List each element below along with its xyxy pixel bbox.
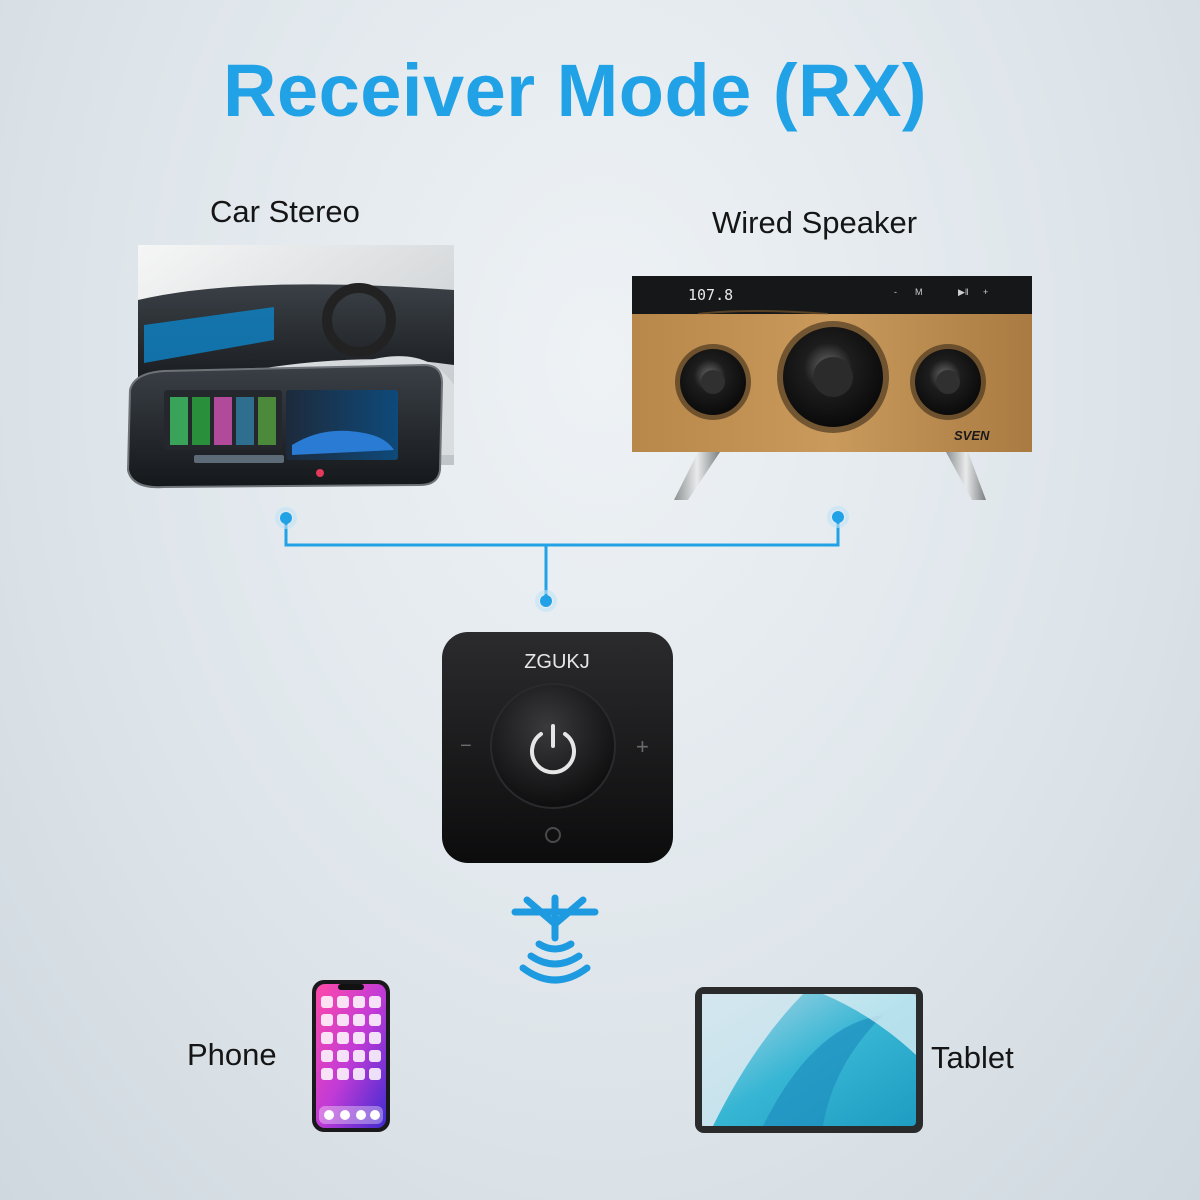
wired-speaker-image: 107.8 - M ▶‖ + SVEN (628, 272, 1038, 507)
connector-dot-receiver (540, 595, 552, 607)
svg-text:M: M (915, 287, 923, 297)
volume-down-label: − (460, 735, 472, 757)
tablet-image (693, 985, 925, 1135)
volume-up-label: + (636, 734, 649, 759)
pair-icon (545, 827, 561, 843)
svg-text:-: - (894, 287, 897, 297)
wired-speaker-label: Wired Speaker (712, 205, 918, 240)
connector-dot-speaker (832, 511, 844, 523)
bluetooth-signal-icon (505, 892, 605, 992)
speaker-brand: SVEN (954, 428, 990, 443)
page-title: Receiver Mode (RX) (223, 49, 927, 132)
phone-image (310, 978, 392, 1134)
receiver-brand: ZGUKJ (524, 651, 590, 673)
car-stereo-label: Car Stereo (210, 194, 360, 229)
connector-dot-car (280, 512, 292, 524)
tablet-label: Tablet (931, 1040, 1014, 1075)
speaker-display: 107.8 (688, 286, 733, 304)
power-icon (530, 724, 576, 775)
svg-text:+: + (983, 287, 988, 297)
car-stereo-image (124, 245, 454, 495)
receiver-device: ZGUKJ − + (440, 630, 675, 865)
svg-text:▶‖: ▶‖ (958, 287, 969, 297)
phone-label: Phone (187, 1037, 277, 1072)
